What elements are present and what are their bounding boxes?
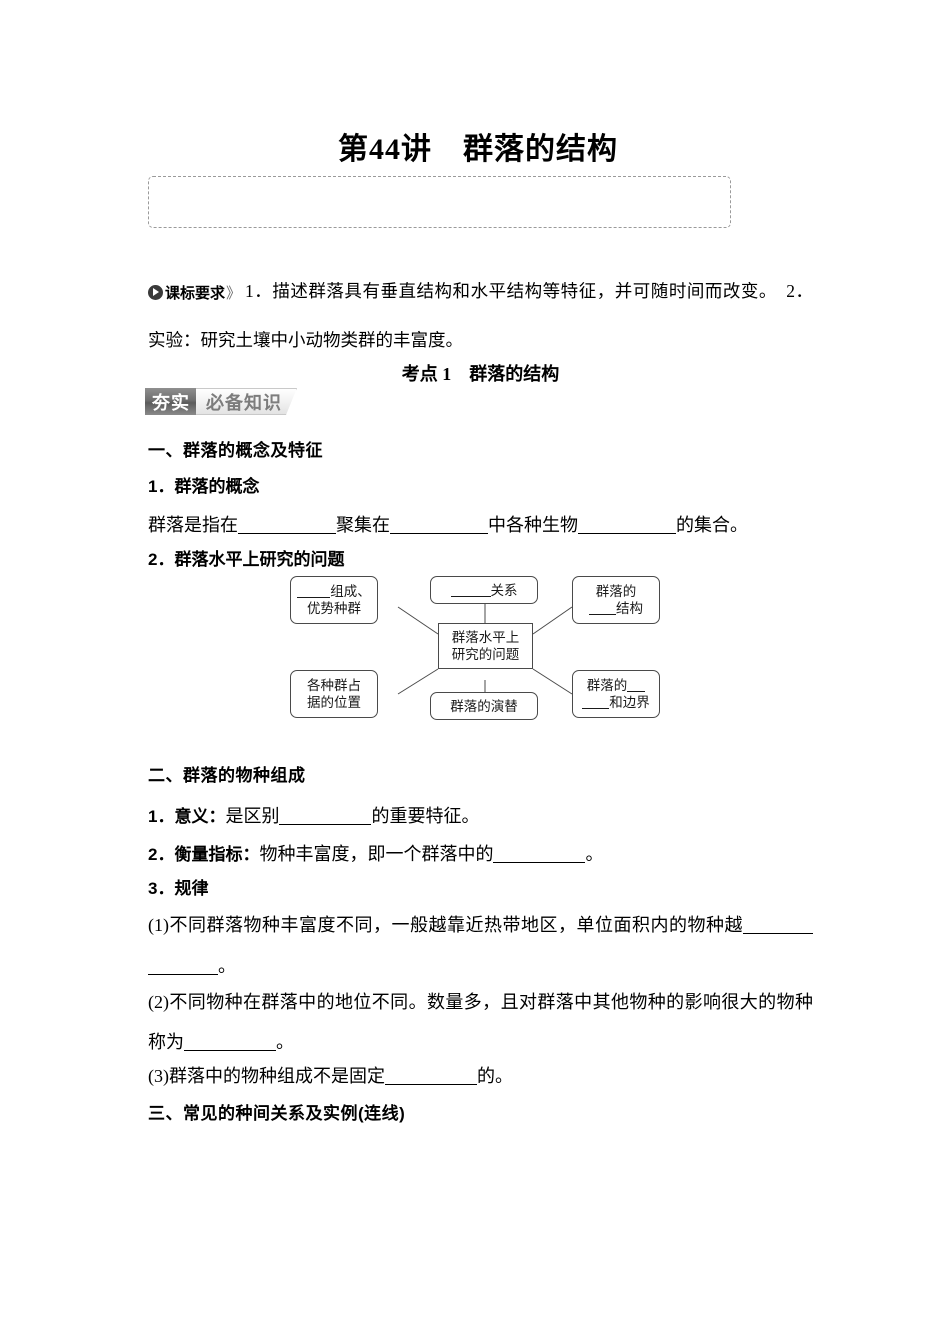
rule3-text-b: 的。: [477, 1066, 513, 1086]
exam-point-heading: 考点 1 群落的结构: [401, 364, 560, 384]
diagram-box-range-boundary: 群落的 和边界: [572, 670, 660, 718]
rule1-text-b: 。: [218, 956, 236, 976]
item2-text-b: 。: [585, 844, 604, 864]
fill-blank: [743, 933, 813, 934]
diagram-box-line: 群落的: [587, 677, 646, 694]
section-three-heading: 三、常见的种间关系及实例(连线): [148, 1104, 406, 1123]
item1-text-b: 的重要特征。: [371, 806, 480, 826]
section-two-item1: 1．意义：是区别 的重要特征。: [148, 797, 813, 836]
diagram-box-population-position: 各种群占 据的位置: [290, 670, 378, 718]
fill-blank: [582, 708, 610, 709]
diagram-box-line: 各种群占: [307, 678, 361, 693]
diagram-text: 结构: [616, 601, 643, 616]
fill-blank: [589, 614, 616, 615]
diagram-text: 和边界: [609, 695, 650, 710]
curriculum-requirements-text: 1．描述群落具有垂直结构和水平结构等特征，并可随时间而改变。 2．实验：研究土壤…: [148, 281, 813, 350]
diagram-box-line: 群落的: [595, 584, 637, 599]
rule2-text-b: 。: [276, 1032, 294, 1052]
diagram-text: 组成、: [330, 584, 371, 599]
concept-text-d: 的集合。: [676, 515, 748, 535]
curriculum-requirements-label: 课标要求: [165, 284, 226, 302]
community-research-diagram: 组成、 优势种群 关系 群落的 结构 群落水平上 研究的问题 各种群占 据的位置…: [290, 572, 680, 730]
diagram-box-spatial-structure: 群落的 结构: [572, 576, 660, 624]
rule3-text-a: (3)群落中的物种组成不是固定: [148, 1066, 385, 1086]
fill-blank: [184, 1050, 276, 1051]
fill-blank: [238, 533, 336, 534]
fill-blank: [578, 533, 676, 534]
fill-blank: [627, 691, 646, 692]
item2-label: 2．衡量指标：: [148, 845, 260, 864]
diagram-box-interspecies-relation: 关系: [430, 576, 538, 604]
curriculum-requirements-block: 课标要求》1．描述群落具有垂直结构和水平结构等特征，并可随时间而改变。 2．实验…: [148, 268, 813, 364]
page-title: 第44讲 群落的结构: [338, 133, 618, 166]
section-banner: 夯实 必备知识: [145, 388, 297, 415]
item1-text-a: 是区别: [225, 806, 280, 826]
diagram-box-line: 群落的演替: [450, 698, 518, 714]
double-chevron-right-icon: 》: [226, 285, 241, 302]
diagram-box-line: 研究的问题: [451, 647, 520, 662]
fill-blank: [148, 974, 218, 975]
rule2-text-a: (2)不同物种在群落中的地位不同。数量多，且对群落中其他物种的影响很大的物种称为: [148, 992, 813, 1052]
section-two-rule-1: (1)不同群落物种丰富度不同，一般越靠近热带地区，单位面积内的物种越。: [148, 905, 813, 987]
section-two-item3-label: 3．规律: [148, 879, 209, 898]
fill-blank: [279, 824, 372, 825]
diagram-box-line: 组成、: [297, 583, 371, 600]
diagram-box-line: 优势种群: [307, 601, 361, 616]
concept-text-b: 聚集在: [336, 515, 390, 535]
diagram-box-line: 群落水平上: [451, 630, 520, 645]
diagram-box-line: 和边界: [582, 694, 650, 711]
diagram-box-succession: 群落的演替: [430, 692, 538, 720]
section-one-concept-line: 群落是指在 聚集在 中各种生物 的集合。: [148, 506, 813, 544]
diagram-box-center: 群落水平上 研究的问题: [438, 623, 533, 669]
fill-blank: [385, 1084, 477, 1085]
item1-label: 1．意义：: [148, 807, 226, 826]
item2-text-a: 物种丰富度，即一个群落中的: [259, 844, 494, 864]
concept-text-c: 中各种生物: [488, 515, 578, 535]
diagram-box-species-composition: 组成、 优势种群: [290, 576, 378, 624]
diagram-text: 关系: [490, 582, 518, 598]
diagram-text: 群落的: [586, 678, 628, 693]
diagram-box-line: 据的位置: [307, 695, 361, 710]
banner-dark-label: 夯实: [145, 388, 196, 415]
diagram-box-line: 结构: [589, 600, 643, 617]
section-two-rule-3: (3)群落中的物种组成不是固定 的。: [148, 1057, 813, 1095]
section-one-heading: 一、群落的概念及特征: [148, 441, 323, 460]
section-two-heading: 二、群落的物种组成: [148, 766, 306, 785]
banner-light-label: 必备知识: [196, 388, 297, 415]
diagram-box-line: 关系: [450, 582, 518, 599]
empty-note-box: [148, 176, 731, 228]
section-two-rule-2: (2)不同物种在群落中的地位不同。数量多，且对群落中其他物种的影响很大的物种称为…: [148, 982, 813, 1062]
rule1-text-a: (1)不同群落物种丰富度不同，一般越靠近热带地区，单位面积内的物种越: [148, 915, 743, 935]
section-one-sub1-heading: 1．群落的概念: [148, 477, 260, 496]
fill-blank: [390, 533, 488, 534]
section-one-sub2-heading: 2．群落水平上研究的问题: [148, 550, 345, 569]
fill-blank: [493, 862, 586, 863]
play-triangle-icon: [148, 284, 163, 300]
fill-blank: [297, 597, 331, 598]
diagram-connector-lines: [397, 604, 573, 698]
curriculum-requirements-badge: 课标要求》: [148, 270, 241, 317]
section-two-item2: 2．衡量指标：物种丰富度，即一个群落中的 。: [148, 835, 813, 874]
concept-text-a: 群落是指在: [148, 515, 238, 535]
fill-blank: [450, 595, 491, 597]
